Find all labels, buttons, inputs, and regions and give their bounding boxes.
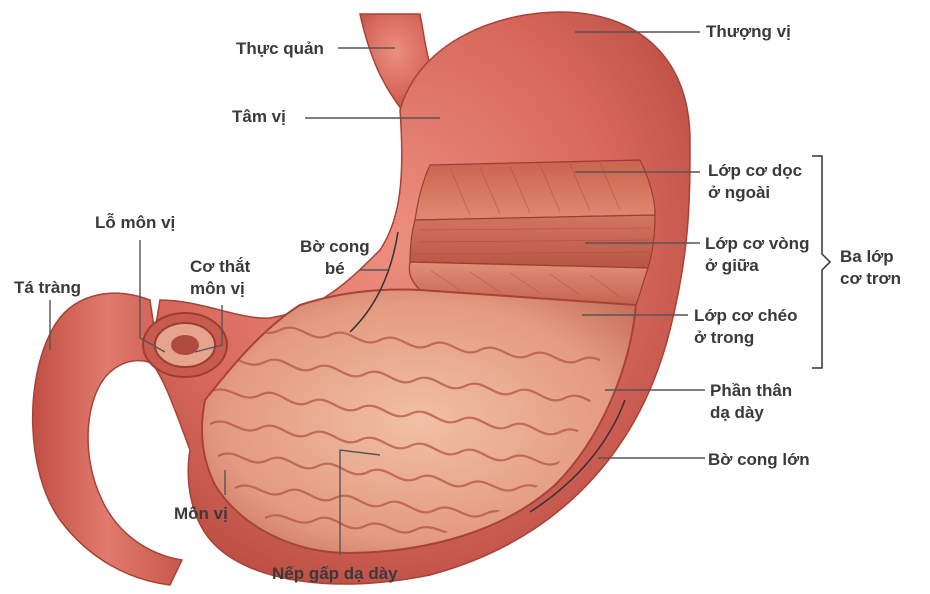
- label-longitudinal-layer: Lớp cơ dọc ở ngoài: [708, 160, 802, 204]
- label-lesser-curvature: Bờ cong bé: [300, 236, 370, 280]
- label-cardia: Tâm vị: [232, 106, 286, 128]
- label-body-line2: dạ dày: [710, 402, 792, 424]
- label-oblique-line2: ở trong: [694, 327, 798, 349]
- label-oblique-layer: Lớp cơ chéo ở trong: [694, 305, 798, 349]
- label-lesser-line1: Bờ cong: [300, 236, 370, 258]
- label-sphincter-line2: môn vị: [190, 278, 250, 300]
- label-oblique-line1: Lớp cơ chéo: [694, 305, 798, 327]
- label-rugae: Nếp gấp dạ dày: [272, 563, 398, 585]
- label-greater-curvature: Bờ cong lớn: [708, 449, 810, 471]
- label-circular-layer: Lớp cơ vòng ở giữa: [705, 233, 809, 277]
- label-duodenum: Tá tràng: [14, 277, 81, 299]
- label-longitudinal-line1: Lớp cơ dọc: [708, 160, 802, 182]
- label-three-layers-line1: Ba lớp: [840, 246, 901, 268]
- label-sphincter-line1: Cơ thắt: [190, 256, 250, 278]
- label-pyloric-sphincter: Cơ thắt môn vị: [190, 256, 250, 300]
- label-pylorus: Môn vị: [174, 503, 228, 525]
- label-three-layers-line2: cơ trơn: [840, 268, 901, 290]
- label-three-layers: Ba lớp cơ trơn: [840, 246, 901, 290]
- muscle-layers-bracket: [812, 156, 830, 368]
- label-longitudinal-line2: ở ngoài: [708, 182, 802, 204]
- label-circular-line2: ở giữa: [705, 255, 809, 277]
- label-esophagus: Thực quản: [236, 38, 324, 60]
- pyloric-sphincter-shape: [143, 313, 227, 377]
- longitudinal-muscle-layer: [415, 160, 655, 220]
- label-circular-line1: Lớp cơ vòng: [705, 233, 809, 255]
- label-body-line1: Phần thân: [710, 380, 792, 402]
- label-fundus: Thượng vị: [706, 21, 791, 43]
- label-lesser-line2: bé: [300, 258, 370, 280]
- label-pyloric-orifice: Lỗ môn vị: [95, 212, 175, 234]
- label-body: Phần thân dạ dày: [710, 380, 792, 424]
